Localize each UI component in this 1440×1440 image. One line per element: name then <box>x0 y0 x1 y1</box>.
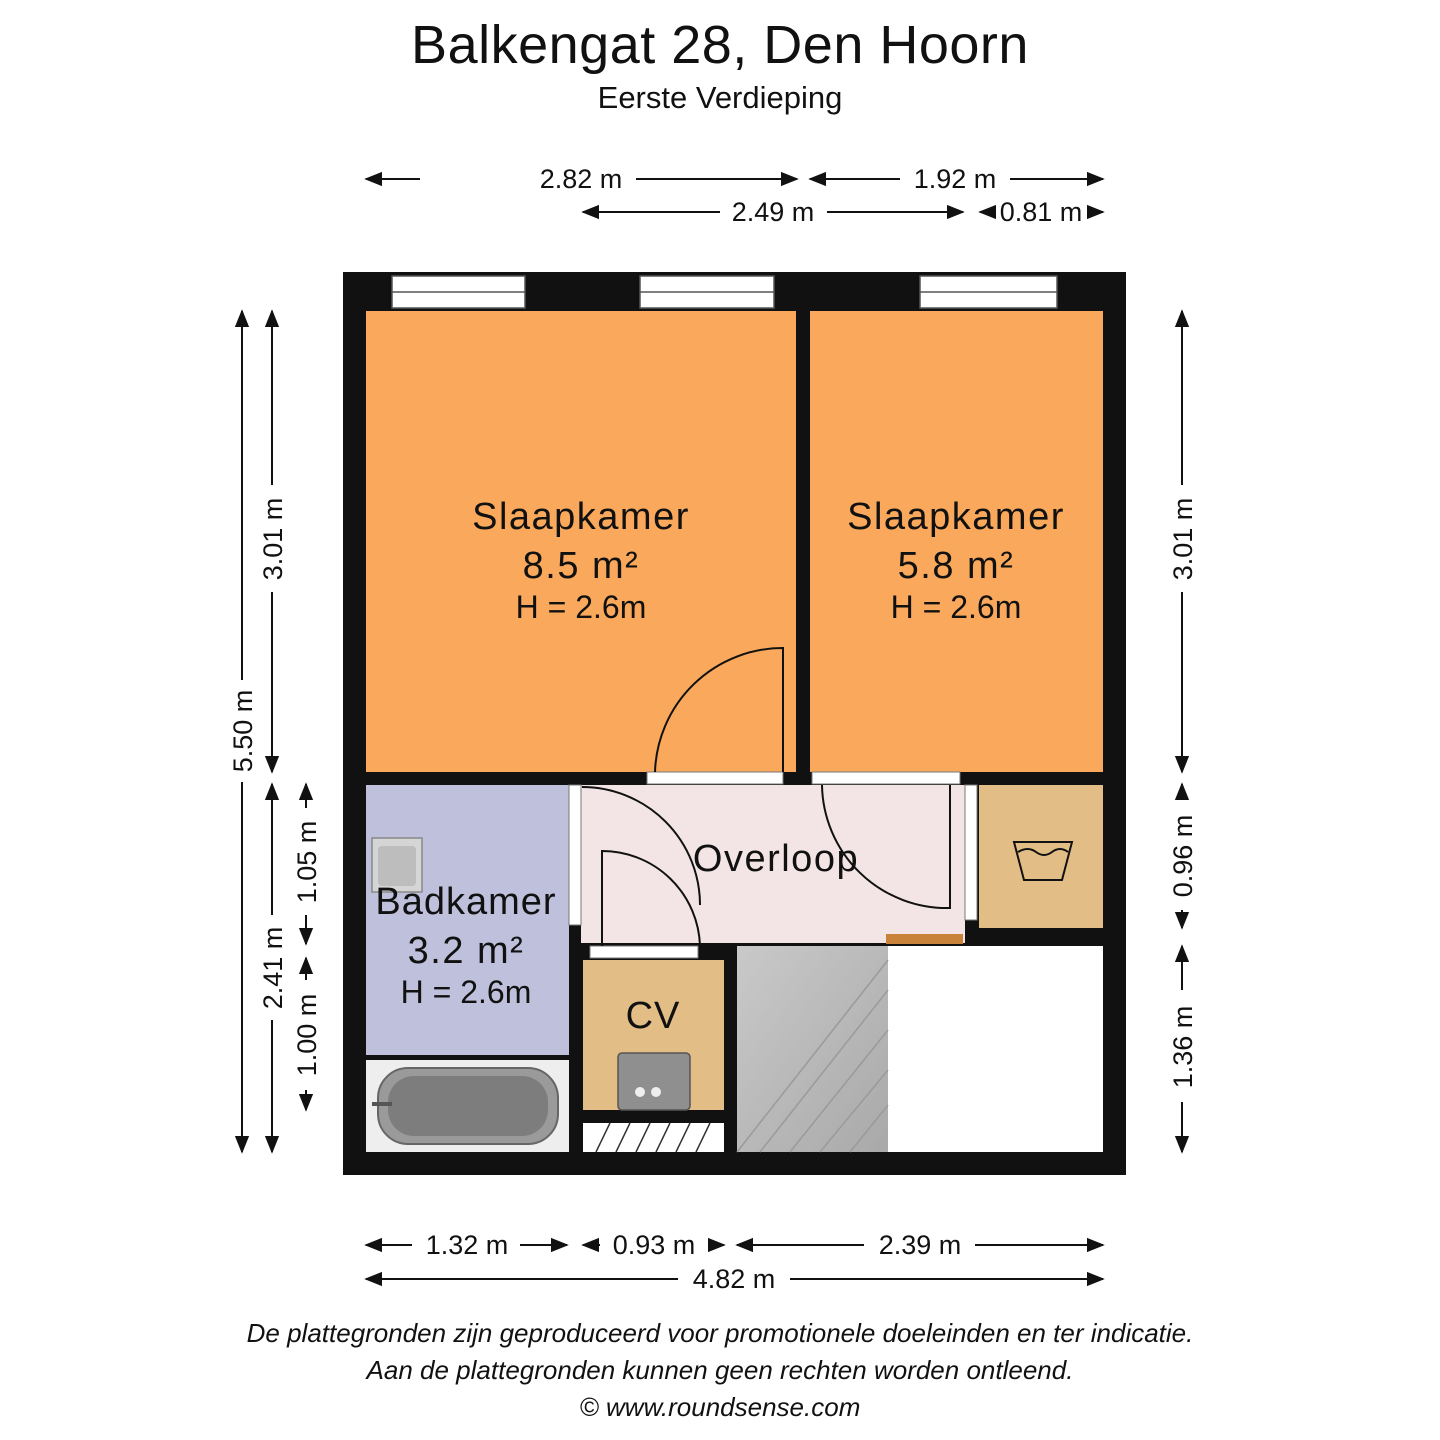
dim-bottom-1-32: 1.32 m <box>426 1230 509 1260</box>
stair-steps <box>736 959 889 1153</box>
sink-icon <box>371 837 423 893</box>
bedroom-small-height: H = 2.6m <box>891 589 1022 625</box>
door-thresholds <box>568 771 978 959</box>
room-bedroom-small <box>810 311 1103 772</box>
boiler-name: CV <box>626 995 681 1037</box>
dim-left-1-05: 1.05 m <box>292 821 322 904</box>
windows <box>391 275 1058 309</box>
boiler-icon <box>617 1052 691 1111</box>
dim-bottom-4-82: 4.82 m <box>693 1264 776 1294</box>
dim-right-0-96: 0.96 m <box>1168 815 1198 898</box>
room-landing <box>581 785 965 943</box>
room-bedroom-large <box>366 311 796 772</box>
bedroom-large-area: 8.5 m² <box>523 545 640 587</box>
bedroom-large-height: H = 2.6m <box>516 589 647 625</box>
bathroom-height: H = 2.6m <box>401 974 532 1010</box>
storage-hatch-lines <box>595 1122 711 1153</box>
dim-top-2-49: 2.49 m <box>732 197 815 227</box>
bathroom-area: 3.2 m² <box>408 930 525 972</box>
dim-top-2-82: 2.82 m <box>540 164 623 194</box>
room-laundry <box>979 785 1103 928</box>
dim-top-0-81: 0.81 m <box>1000 197 1083 227</box>
dim-bottom-0-93: 0.93 m <box>613 1230 696 1260</box>
bedroom-small-name: Slaapkamer <box>847 496 1065 538</box>
room-bathroom <box>366 785 569 1055</box>
stairwell <box>737 946 888 1152</box>
dim-right-3-01: 3.01 m <box>1168 498 1198 581</box>
door-swings <box>581 646 951 947</box>
disclaimer-line-1: De plattegronden zijn geproduceerd voor … <box>246 1318 1194 1348</box>
washing-icon <box>1012 841 1074 881</box>
dim-left-3-01: 3.01 m <box>258 498 288 581</box>
dim-top-1-92: 1.92 m <box>914 164 997 194</box>
open-void <box>888 946 1103 1152</box>
bathtub-icon <box>372 1067 559 1145</box>
bedroom-small-area: 5.8 m² <box>898 545 1015 587</box>
copyright-notice: © www.roundsense.com <box>579 1392 861 1422</box>
storage-hatched <box>583 1123 724 1152</box>
floor-subtitle: Eerste Verdieping <box>597 80 843 115</box>
landing-name: Overloop <box>693 838 859 880</box>
bathroom-name: Badkamer <box>375 881 556 923</box>
disclaimer-line-2: Aan de plattegronden kunnen geen rechten… <box>366 1355 1074 1385</box>
dim-right-1-36: 1.36 m <box>1168 1006 1198 1089</box>
page-title: Balkengat 28, Den Hoorn <box>411 15 1029 75</box>
dim-left-1-00: 1.00 m <box>292 994 322 1077</box>
stair-railing <box>886 934 963 944</box>
dim-left-5-50: 5.50 m <box>228 690 258 773</box>
dim-left-2-41: 2.41 m <box>258 927 288 1010</box>
bedroom-large-name: Slaapkamer <box>472 496 690 538</box>
dim-bottom-2-39: 2.39 m <box>879 1230 962 1260</box>
